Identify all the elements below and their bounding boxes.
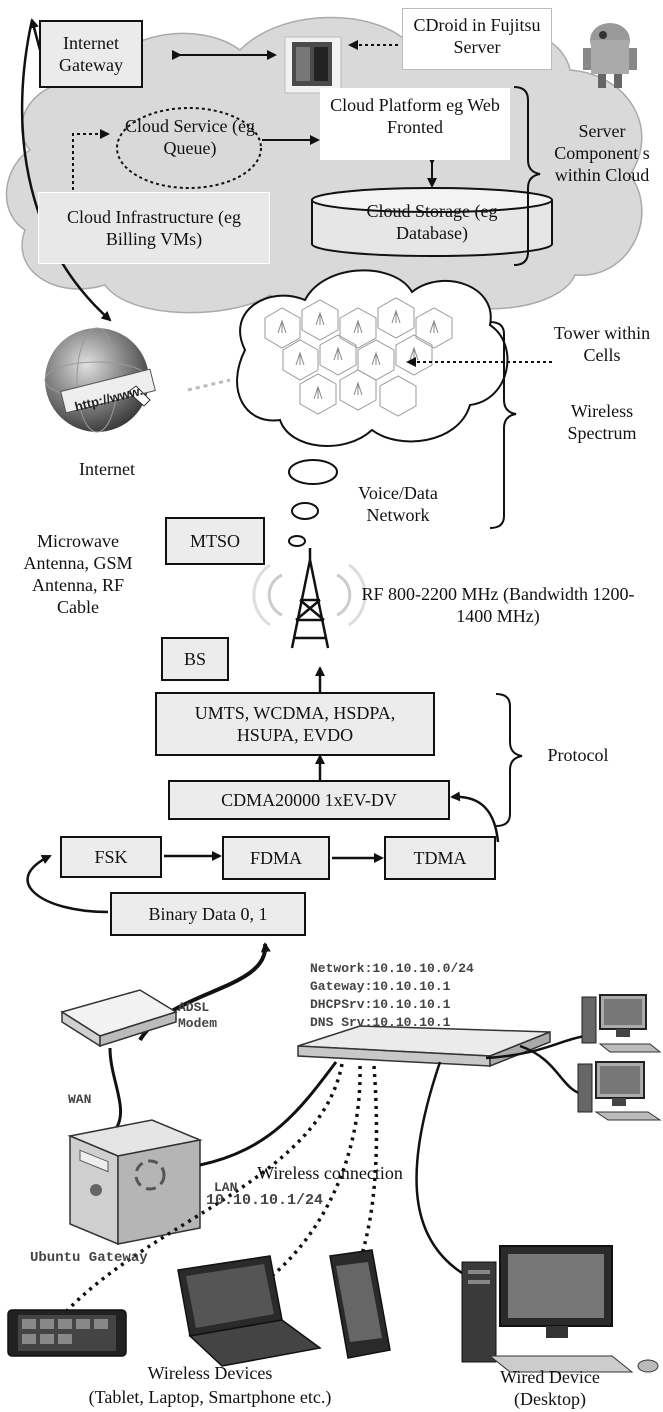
mtso-box: MTSO <box>165 517 265 565</box>
gateway-internet-arrow <box>20 19 112 322</box>
tablet-icon <box>7 1309 127 1357</box>
binary-to-fsk-arrow <box>26 854 109 914</box>
radio-tower-icon <box>252 548 367 649</box>
cdroid-panel <box>402 8 552 70</box>
cloud-infrastructure-panel <box>38 192 270 264</box>
ubuntu-server-icon <box>67 1119 203 1246</box>
rf-label: RF 800-2200 MHz (Bandwidth 1200-1400 MHz… <box>361 584 635 626</box>
dhcp-line: DHCPSrv:10.10.10.1 <box>310 997 451 1012</box>
internet-gateway-box: Internet Gateway <box>39 20 143 88</box>
cdma-label: CDMA20000 1xEV-DV <box>221 790 397 810</box>
tower-label: Tower within Cells <box>553 323 651 365</box>
bs-box: BS <box>161 637 229 681</box>
wireless-spectrum-brace <box>489 321 517 529</box>
umts-box: UMTS, WCDMA, HSDPA, HSUPA, EVDO <box>155 692 435 756</box>
server-components-brace <box>513 86 541 266</box>
tdma-to-cdma-arrow <box>450 791 500 843</box>
wired-device-sub: (Desktop) <box>514 1389 586 1409</box>
binary-box: Binary Data 0, 1 <box>110 892 306 936</box>
lan-label: LAN <box>214 1180 238 1195</box>
umts-label: UMTS, WCDMA, HSDPA, HSUPA, EVDO <box>194 703 396 745</box>
mtso-label: MTSO <box>189 531 240 551</box>
network-info-block: Network:10.10.10.0/24 Gateway:10.10.10.1… <box>310 960 474 1032</box>
gateway-line: Gateway:10.10.10.1 <box>310 979 451 994</box>
wireless-spectrum-label: Wireless Spectrum <box>567 401 637 443</box>
bubble-large <box>288 459 338 485</box>
modem-server-cable <box>108 1047 123 1131</box>
internet-label: Internet <box>79 459 135 479</box>
network-switch-icon <box>297 1025 551 1068</box>
cloud-infrastructure-label: Cloud Infrastructure (eg Billing VMs) <box>67 207 241 249</box>
switch-desktop2-cable <box>519 1044 586 1097</box>
wired-desktop-icon <box>461 1245 659 1373</box>
cdma-box: CDMA20000 1xEV-DV <box>168 780 450 820</box>
fdma-label: FDMA <box>249 848 302 868</box>
cloud-platform-panel <box>320 88 510 160</box>
server-components-label: Server Component s within Cloud <box>554 121 650 185</box>
cloud-platform-label: Cloud Platform eg Web Fronted <box>330 95 500 137</box>
fdma-box: FDMA <box>222 836 330 880</box>
switch-desktop1-cable <box>485 1034 586 1060</box>
internet-gateway-label: Internet Gateway <box>59 33 123 75</box>
wireless-connection-label: Wireless connection <box>257 1163 403 1183</box>
tdma-label: TDMA <box>413 848 467 868</box>
wan-label: WAN <box>68 1092 92 1107</box>
server-icon <box>284 36 342 94</box>
infrastructure-service-arrow <box>72 129 110 190</box>
microwave-label: Microwave Antenna, GSM Antenna, RF Cable <box>23 531 133 617</box>
bubble-small <box>288 535 306 547</box>
lan-ip-label: 10.10.10.1/24 <box>206 1192 324 1209</box>
wireless-cloud <box>236 269 509 447</box>
cdroid-label: CDroid in Fujitsu Server <box>413 15 541 57</box>
desktop-icon-1 <box>581 994 662 1053</box>
wireless-devices-label: Wireless Devices <box>147 1363 273 1383</box>
cell-grid <box>264 297 453 417</box>
fsk-label: FSK <box>94 847 128 867</box>
cloud-service-ellipse <box>116 107 262 189</box>
bubble-medium <box>291 502 319 520</box>
tdma-box: TDMA <box>384 836 496 880</box>
globe-icon <box>44 327 156 433</box>
ubuntu-label: Ubuntu Gateway <box>30 1250 148 1266</box>
desktop-icon-2 <box>577 1061 662 1121</box>
adsl-modem-icon <box>60 989 178 1048</box>
globe-signal-dash <box>187 378 231 392</box>
server-switch-cable <box>199 1061 338 1167</box>
robot-icon <box>583 23 637 88</box>
protocol-label: Protocol <box>547 745 609 765</box>
wired-device-label: Wired Device <box>500 1367 600 1387</box>
switch-wired-desktop-cable <box>415 1061 479 1284</box>
fsk-box: FSK <box>60 836 162 878</box>
cloud-storage-label: Cloud Storage (eg Database) <box>366 201 498 243</box>
wireless-link-phone <box>360 1065 379 1255</box>
protocol-brace <box>495 693 523 827</box>
cloud-storage-cylinder <box>311 187 553 257</box>
binary-label: Binary Data 0, 1 <box>148 904 268 924</box>
dns-line: DNS Srv:10.10.10.1 <box>310 1015 451 1030</box>
network-line: Network:10.10.10.0/24 <box>310 961 474 976</box>
adsl-label: ADSL Modem <box>178 1000 218 1031</box>
laptop-icon <box>177 1255 322 1367</box>
cell-towers <box>277 309 439 400</box>
smartphone-icon <box>329 1249 391 1359</box>
wireless-devices-sub: (Tablet, Laptop, Smartphone etc.) <box>88 1387 332 1407</box>
voice-data-label: Voice/Data Network <box>358 483 438 525</box>
bs-label: BS <box>183 649 207 669</box>
cloud-service-label: Cloud Service (eg Queue) <box>125 116 255 158</box>
